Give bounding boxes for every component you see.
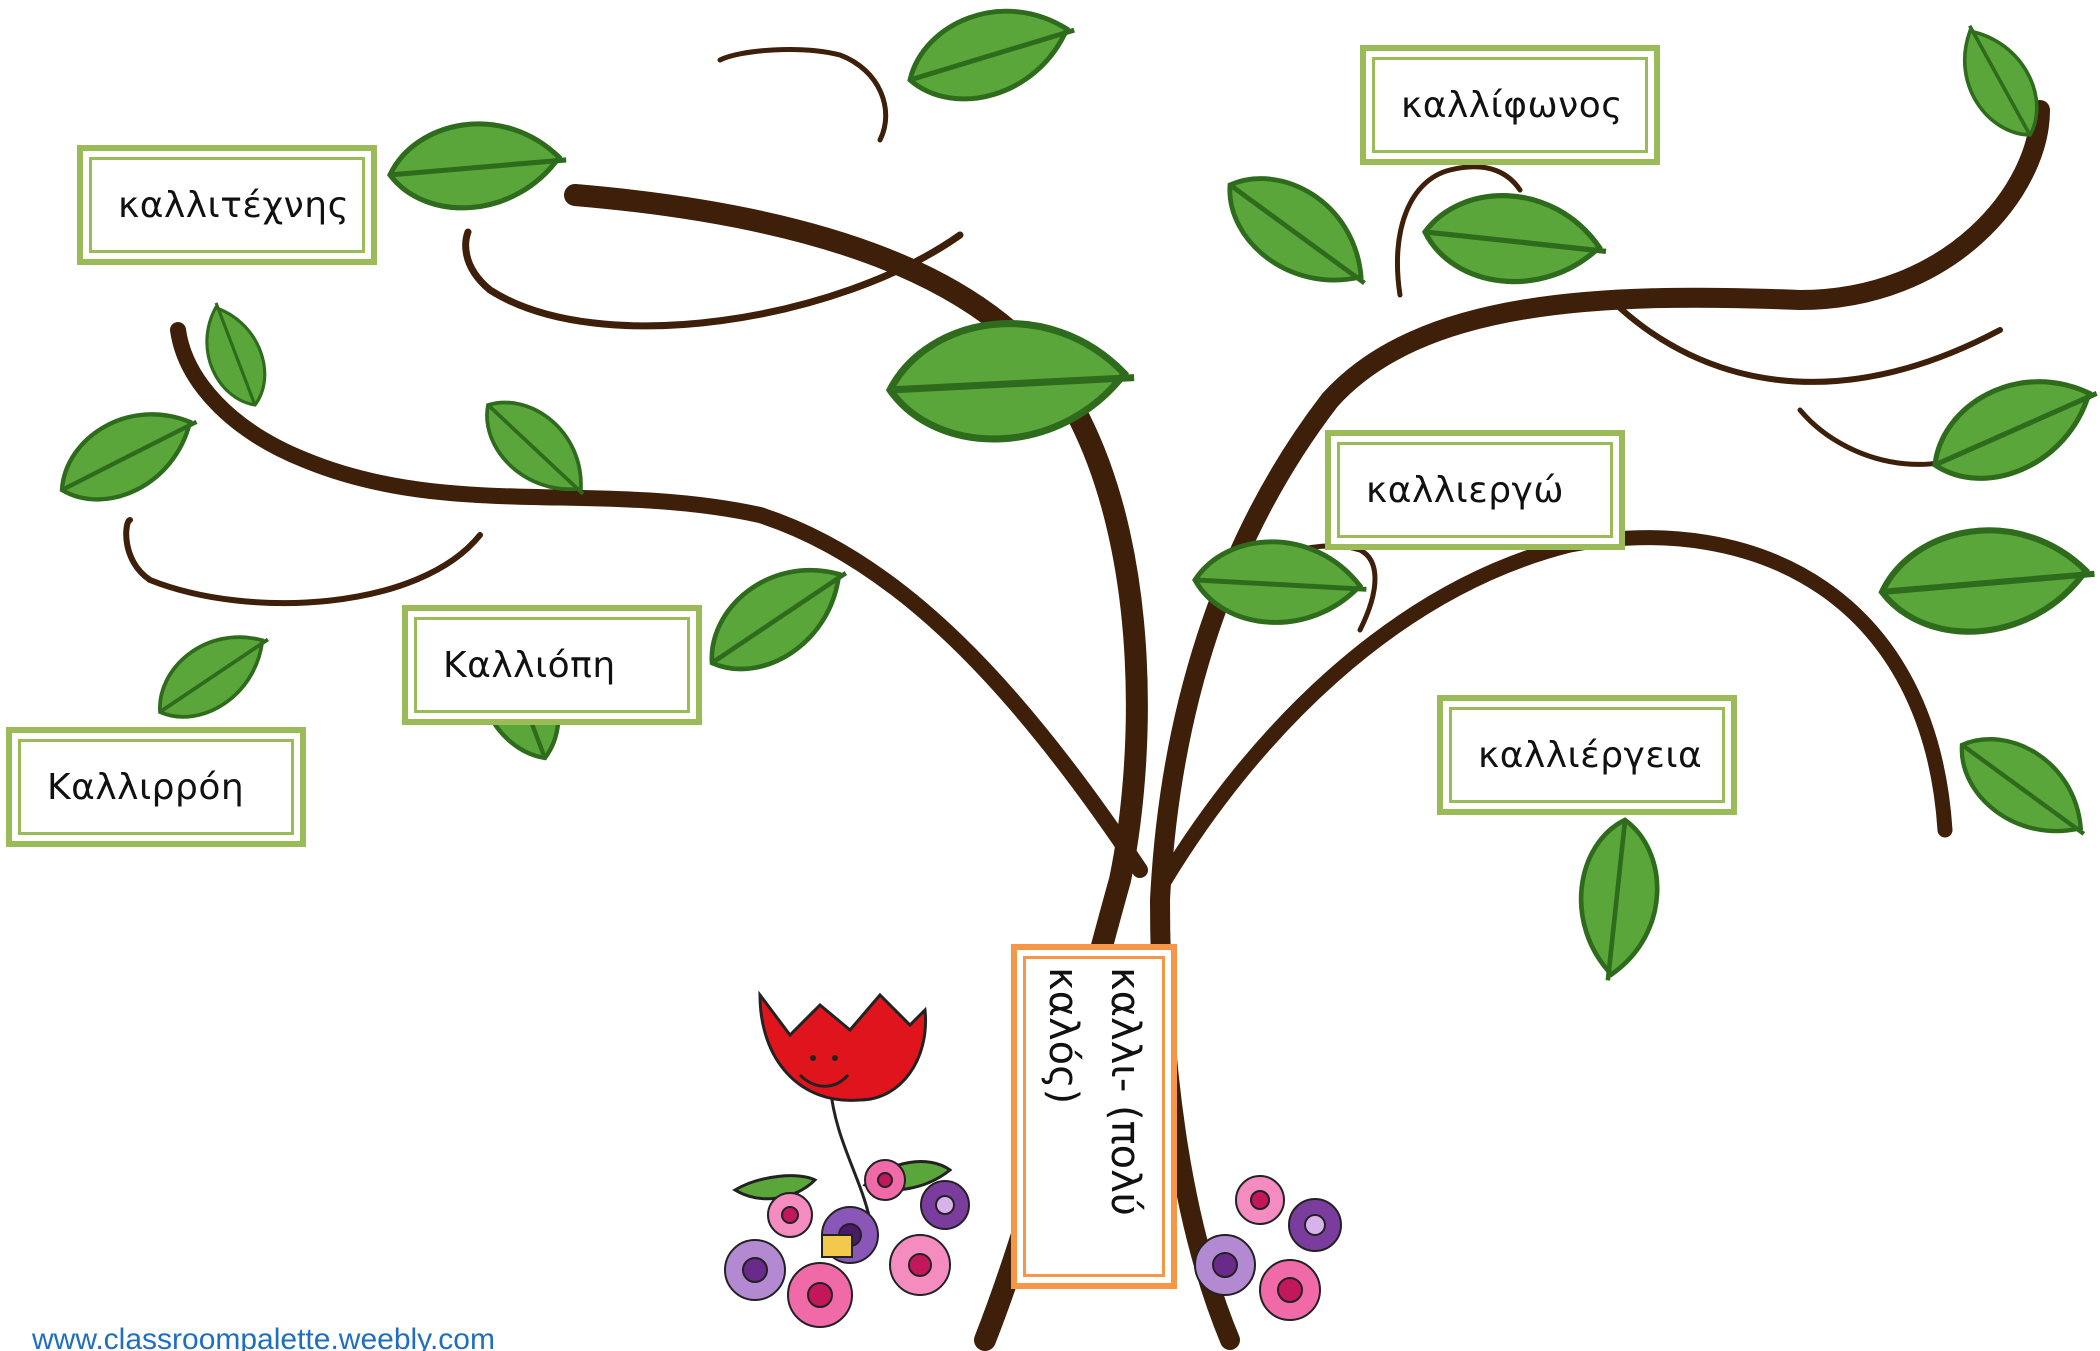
word-label: καλλιεργώ	[1337, 442, 1613, 538]
root-label-line2: καλός)	[1040, 966, 1086, 1104]
word-box-kallitechnis: καλλιτέχνης	[77, 145, 377, 265]
word-box-kallirroi: Καλλιρρόη	[6, 727, 306, 847]
word-box-kallifonos: καλλίφωνος	[1360, 45, 1660, 165]
word-label: καλλίφωνος	[1372, 57, 1648, 153]
flower-cluster-right	[1194, 1175, 1342, 1321]
word-box-kalliopi: Καλλιόπη	[402, 605, 702, 725]
root-box: καλλι- (πολύ καλός)	[1011, 944, 1177, 1289]
word-box-kalliergeia: καλλιέργεια	[1437, 695, 1737, 815]
word-label: Καλλιόπη	[414, 617, 690, 713]
word-box-kalliergo: καλλιεργώ	[1325, 430, 1625, 550]
footer-url[interactable]: www.classroompalette.weebly.com	[32, 1323, 495, 1351]
tulip-drawing	[732, 990, 953, 1221]
word-label: καλλιέργεια	[1449, 707, 1725, 803]
root-label: καλλι- (πολύ καλός)	[1032, 967, 1156, 1267]
word-label: Καλλιρρόη	[18, 739, 294, 835]
root-label-line1: καλλι- (πολύ	[1102, 966, 1148, 1216]
word-label: καλλιτέχνης	[89, 157, 365, 253]
flower-cluster-left	[724, 1159, 970, 1328]
